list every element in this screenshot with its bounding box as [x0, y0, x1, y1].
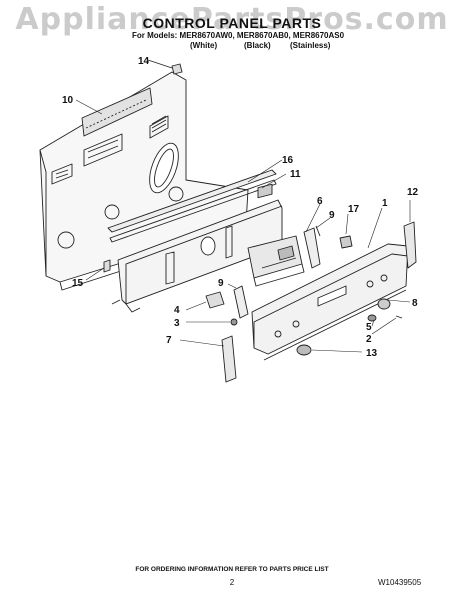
leader-lines: [75, 99, 411, 353]
end-cap-left-part: [221, 335, 237, 383]
page-title: CONTROL PANEL PARTS: [142, 15, 322, 31]
side-bracket-part-upper: [303, 225, 321, 269]
button-part: [296, 344, 312, 356]
callout-13: 13: [366, 348, 378, 359]
callout-9-upper: 9: [329, 210, 335, 221]
callout-4: 4: [174, 305, 180, 316]
switch-part: [205, 291, 238, 326]
variant-stainless: (Stainless): [290, 41, 331, 50]
callout-8: 8: [412, 298, 418, 309]
tab-part: [103, 259, 111, 273]
callout-17: 17: [348, 204, 360, 215]
side-bracket-part-lower: [233, 285, 249, 319]
control-board-part: [247, 183, 305, 287]
rear-panel-part: [39, 71, 249, 291]
callout-12: 12: [407, 187, 419, 198]
callout-10: 10: [62, 95, 74, 106]
callout-3: 3: [174, 318, 180, 329]
callout-labels: 14 10 16 11 6 9 17 1 12 15 9 8 4 3 7 5 2…: [62, 56, 419, 359]
callout-1: 1: [382, 198, 388, 209]
watermark: AppliancePartsPros.com: [15, 2, 449, 37]
document-id: W10439505: [378, 578, 422, 587]
callout-11: 11: [290, 169, 301, 180]
models-line: For Models: MER8670AW0, MER8670AB0, MER8…: [132, 31, 345, 40]
callout-15: 15: [72, 278, 84, 289]
callout-2: 2: [366, 334, 372, 345]
clip-17-part: [339, 235, 353, 249]
callout-14: 14: [138, 56, 150, 67]
variant-black: (Black): [244, 41, 271, 50]
callout-5: 5: [366, 322, 372, 333]
trim-strip-part: [107, 169, 277, 243]
callout-7: 7: [166, 335, 172, 346]
page-number: 2: [229, 578, 235, 587]
control-bracket-part: [111, 199, 283, 313]
ordering-info-footer: FOR ORDERING INFORMATION REFER TO PARTS …: [135, 566, 329, 573]
control-console-part: [251, 243, 409, 361]
callout-9-lower: 9: [218, 278, 224, 289]
knob-part: [367, 298, 403, 322]
callout-6: 6: [317, 196, 323, 207]
variant-white: (White): [190, 41, 218, 50]
callout-16: 16: [282, 155, 294, 166]
clip-part: [147, 59, 183, 75]
end-cap-right-part: [403, 221, 417, 269]
